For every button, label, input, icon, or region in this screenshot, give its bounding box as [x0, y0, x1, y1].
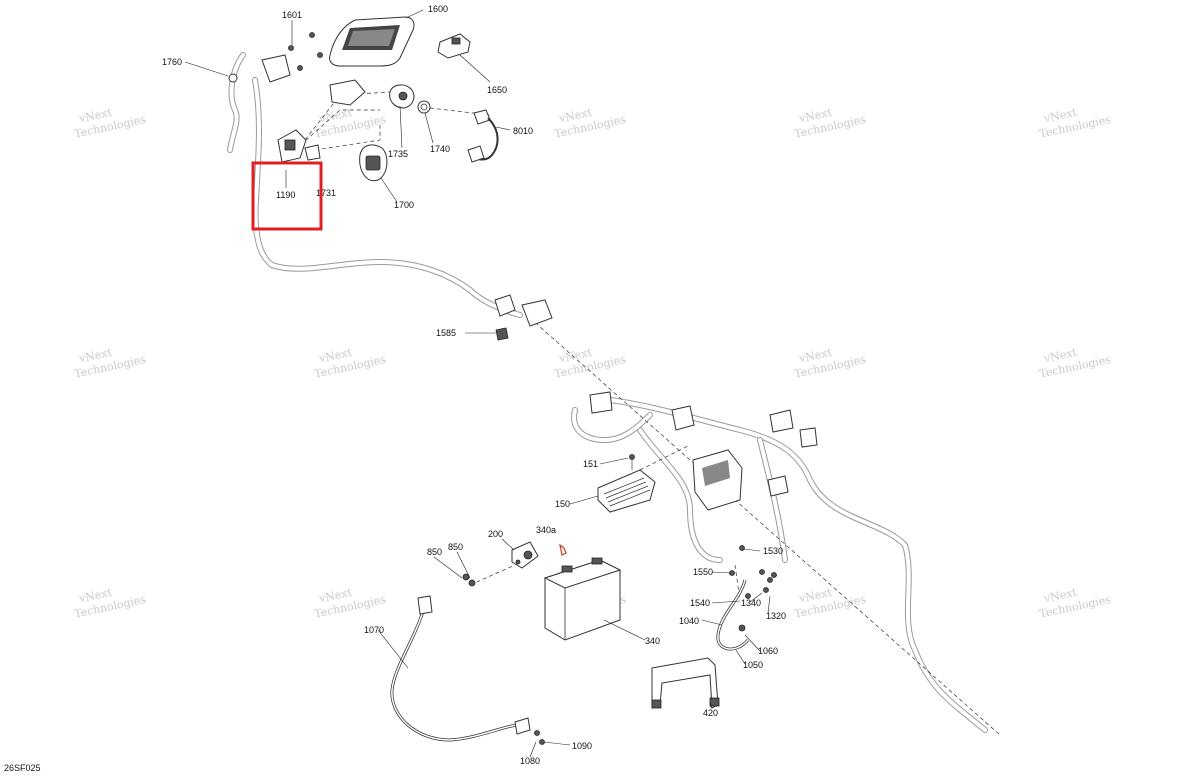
main-wire-harness [227, 52, 988, 733]
label-1585: 1585 [436, 328, 456, 338]
connector-1585 [494, 294, 553, 341]
battery-strap-420 [651, 657, 720, 709]
leader-lines [184, 9, 771, 758]
part-labels: 1601 1600 1760 1650 8010 1740 1735 1700 … [162, 4, 786, 766]
label-1740: 1740 [430, 144, 450, 154]
label-1070: 1070 [364, 625, 384, 635]
label-1190: 1190 [276, 190, 295, 200]
bracket-1760 [228, 54, 291, 83]
label-1340: 1340 [741, 598, 761, 608]
diagram-code: 26SF025 [4, 763, 41, 773]
voltage-regulator [597, 454, 656, 513]
label-1320: 1320 [766, 611, 786, 621]
instrument-cluster [329, 16, 415, 67]
highlight-box [251, 161, 323, 231]
label-1731: 1731 [316, 188, 336, 198]
label-420: 420 [703, 708, 718, 718]
label-1060: 1060 [758, 646, 778, 656]
connector-1650 [437, 33, 491, 83]
label-150: 150 [555, 499, 570, 509]
label-8010: 8010 [513, 126, 533, 136]
cable-8010 [467, 109, 499, 163]
fuse-340a [559, 543, 567, 556]
label-1040: 1040 [679, 616, 699, 626]
label-1090: 1090 [572, 741, 592, 751]
label-850-left: 850 [427, 547, 442, 557]
label-1760: 1760 [162, 57, 182, 67]
label-850-right: 850 [448, 542, 463, 552]
label-340a: 340a [536, 525, 556, 535]
starter-relay [511, 541, 539, 569]
label-200: 200 [488, 529, 503, 539]
label-1600: 1600 [428, 4, 448, 14]
battery [543, 557, 622, 641]
label-1700: 1700 [394, 200, 414, 210]
switch-cluster [277, 79, 388, 182]
label-1080: 1080 [520, 756, 540, 766]
fuse-box [589, 391, 818, 511]
label-1050: 1050 [743, 660, 763, 670]
screw-set-1601 [288, 32, 323, 71]
cable-1070 [390, 595, 545, 745]
label-1735: 1735 [388, 149, 408, 159]
ring-1740 [417, 100, 431, 114]
label-1540: 1540 [690, 598, 710, 608]
label-1601: 1601 [282, 10, 302, 20]
label-1650: 1650 [487, 85, 507, 95]
label-340: 340 [645, 636, 660, 646]
switch-1735 [389, 84, 415, 109]
label-1550: 1550 [693, 567, 713, 577]
nuts-850 [462, 573, 476, 587]
label-151: 151 [583, 459, 598, 469]
label-1530: 1530 [763, 546, 783, 556]
